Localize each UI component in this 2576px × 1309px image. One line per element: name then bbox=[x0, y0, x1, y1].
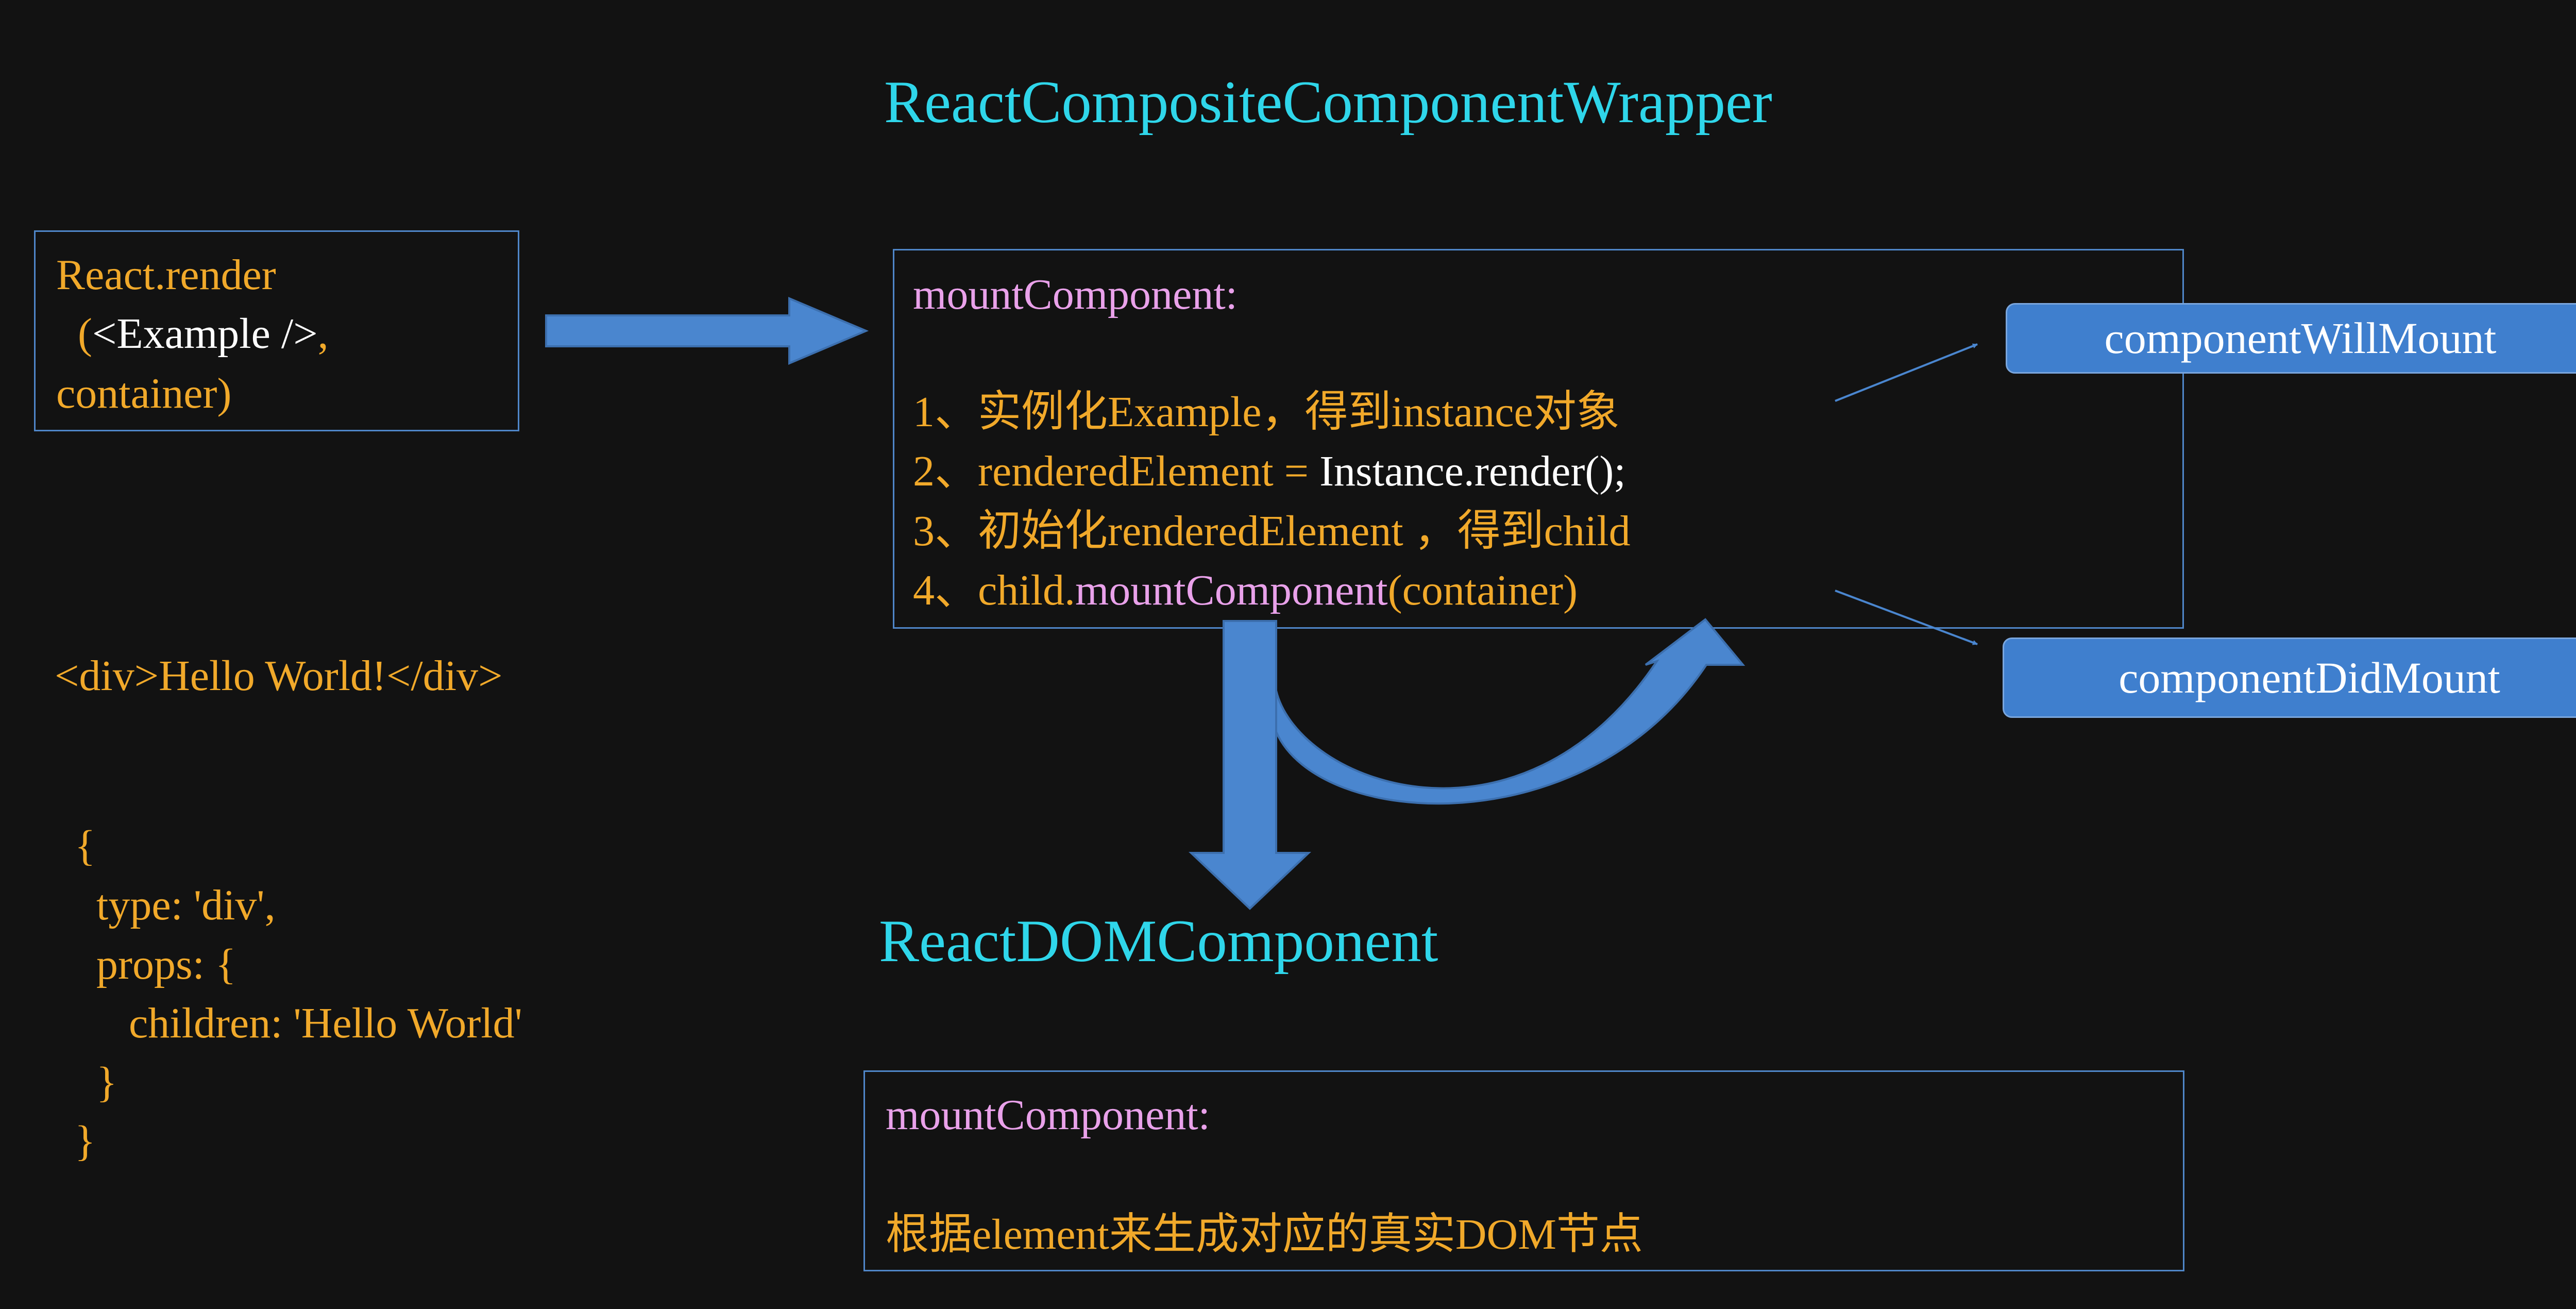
step2-code: Instance.render(); bbox=[1319, 447, 1626, 495]
component-did-mount-node: componentDidMount bbox=[2003, 637, 2576, 718]
step4-suffix: (container) bbox=[1387, 566, 1578, 614]
render-paren: ( bbox=[56, 310, 92, 358]
react-render-box: React.render (<Example />, container) bbox=[34, 230, 519, 431]
object-line: { bbox=[75, 822, 96, 870]
object-line: props: { bbox=[75, 941, 236, 988]
wrapper-step-1: 1、实例化Example，得到instance对象 bbox=[913, 388, 1620, 436]
dom-mount-box: mountComponent: 根据element来生成对应的真实DOM节点 bbox=[863, 1070, 2184, 1271]
object-line: } bbox=[75, 1059, 117, 1106]
render-comma: , bbox=[317, 310, 329, 358]
dom-mount-body: 根据element来生成对应的真实DOM节点 bbox=[886, 1211, 1643, 1258]
dom-mount-heading: mountComponent: bbox=[886, 1091, 1210, 1139]
render-to-wrapper-arrow bbox=[545, 296, 869, 365]
wrapper-step-2: 2、renderedElement = Instance.render(); bbox=[913, 450, 1626, 493]
wrapper-step-4: 4、child.mountComponent(container) bbox=[913, 569, 1578, 612]
did-mount-connector bbox=[1835, 590, 1978, 645]
render-example-tag: <Example /> bbox=[92, 310, 318, 358]
step2-label: 2、renderedElement = bbox=[913, 447, 1320, 495]
object-line: } bbox=[75, 1117, 96, 1165]
wrapper-mount-box: mountComponent: 1、实例化Example，得到instance对… bbox=[893, 249, 2184, 629]
wrapper-mount-heading: mountComponent: bbox=[913, 271, 1238, 318]
render-line-2: (<Example />, bbox=[56, 312, 329, 356]
component-will-mount-node: componentWillMount bbox=[2006, 303, 2576, 374]
render-line-3: container) bbox=[56, 370, 232, 417]
wrapper-step-3: 3、初始化renderedElement ，得到child bbox=[913, 507, 1631, 555]
down-to-dom-arrow bbox=[1188, 620, 1312, 910]
will-mount-connector bbox=[1835, 343, 1978, 402]
step4-prefix: 4、child. bbox=[913, 566, 1075, 614]
render-line-1: React.render bbox=[56, 251, 276, 299]
hello-world-jsx: <div>Hello World!</div> bbox=[55, 652, 503, 700]
object-line: type: 'div', bbox=[75, 881, 276, 929]
return-curve-arrow bbox=[1275, 618, 1745, 805]
dom-component-title: ReactDOMComponent bbox=[879, 908, 1438, 975]
step4-method: mountComponent bbox=[1075, 566, 1388, 614]
object-line: children: 'Hello World' bbox=[75, 999, 522, 1047]
wrapper-title: ReactCompositeComponentWrapper bbox=[884, 69, 1772, 136]
